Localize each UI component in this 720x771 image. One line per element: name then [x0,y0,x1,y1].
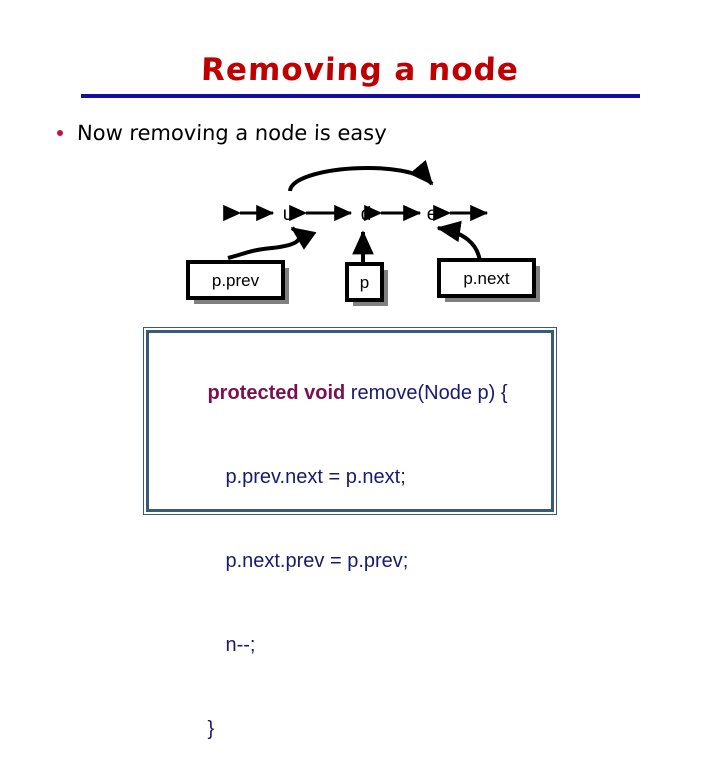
linked-list-diagram: u d e p.prev p p.next [180,158,580,323]
bullet-list-item: Now removing a node is easy [57,118,677,148]
code-line: p.prev.next = p.next; [163,435,551,519]
node-label-d: d [361,204,372,225]
code-line: protected void remove(Node p) { [163,351,551,435]
slide-canvas: Removing a node Now removing a node is e… [57,52,677,740]
code-keyword: protected void [207,382,346,404]
p-next-box-label: p.next [463,269,510,288]
code-text: n--; [225,634,256,656]
p-prev-box-label: p.prev [212,271,260,290]
page-title: Removing a node [200,52,520,88]
p-next-box [437,258,536,298]
bullet-dot-icon [57,130,63,136]
p-box [345,262,384,302]
code-line: } [163,687,551,771]
code-text: remove(Node p) { [345,382,508,404]
bypass-arc-u-to-e [288,159,434,192]
p-prev-box [186,260,285,300]
node-label-e: e [427,204,438,225]
code-text: p.next.prev = p.prev; [225,550,409,572]
p-next-pointer [436,220,482,263]
code-snippet-inner: protected void remove(Node p) { p.prev.n… [146,330,554,740]
code-line: n--; [163,603,551,687]
p-prev-pointer [227,226,317,260]
code-text: p.prev.next = p.next; [225,466,406,488]
title-divider [81,94,640,98]
code-text: } [207,718,215,740]
code-snippet-box: protected void remove(Node p) { p.prev.n… [143,327,557,740]
node-label-u: u [283,204,294,225]
p-box-label: p [360,273,369,292]
code-line: p.next.prev = p.prev; [163,519,551,603]
bullet-item-label: Now removing a node is easy [76,121,388,145]
